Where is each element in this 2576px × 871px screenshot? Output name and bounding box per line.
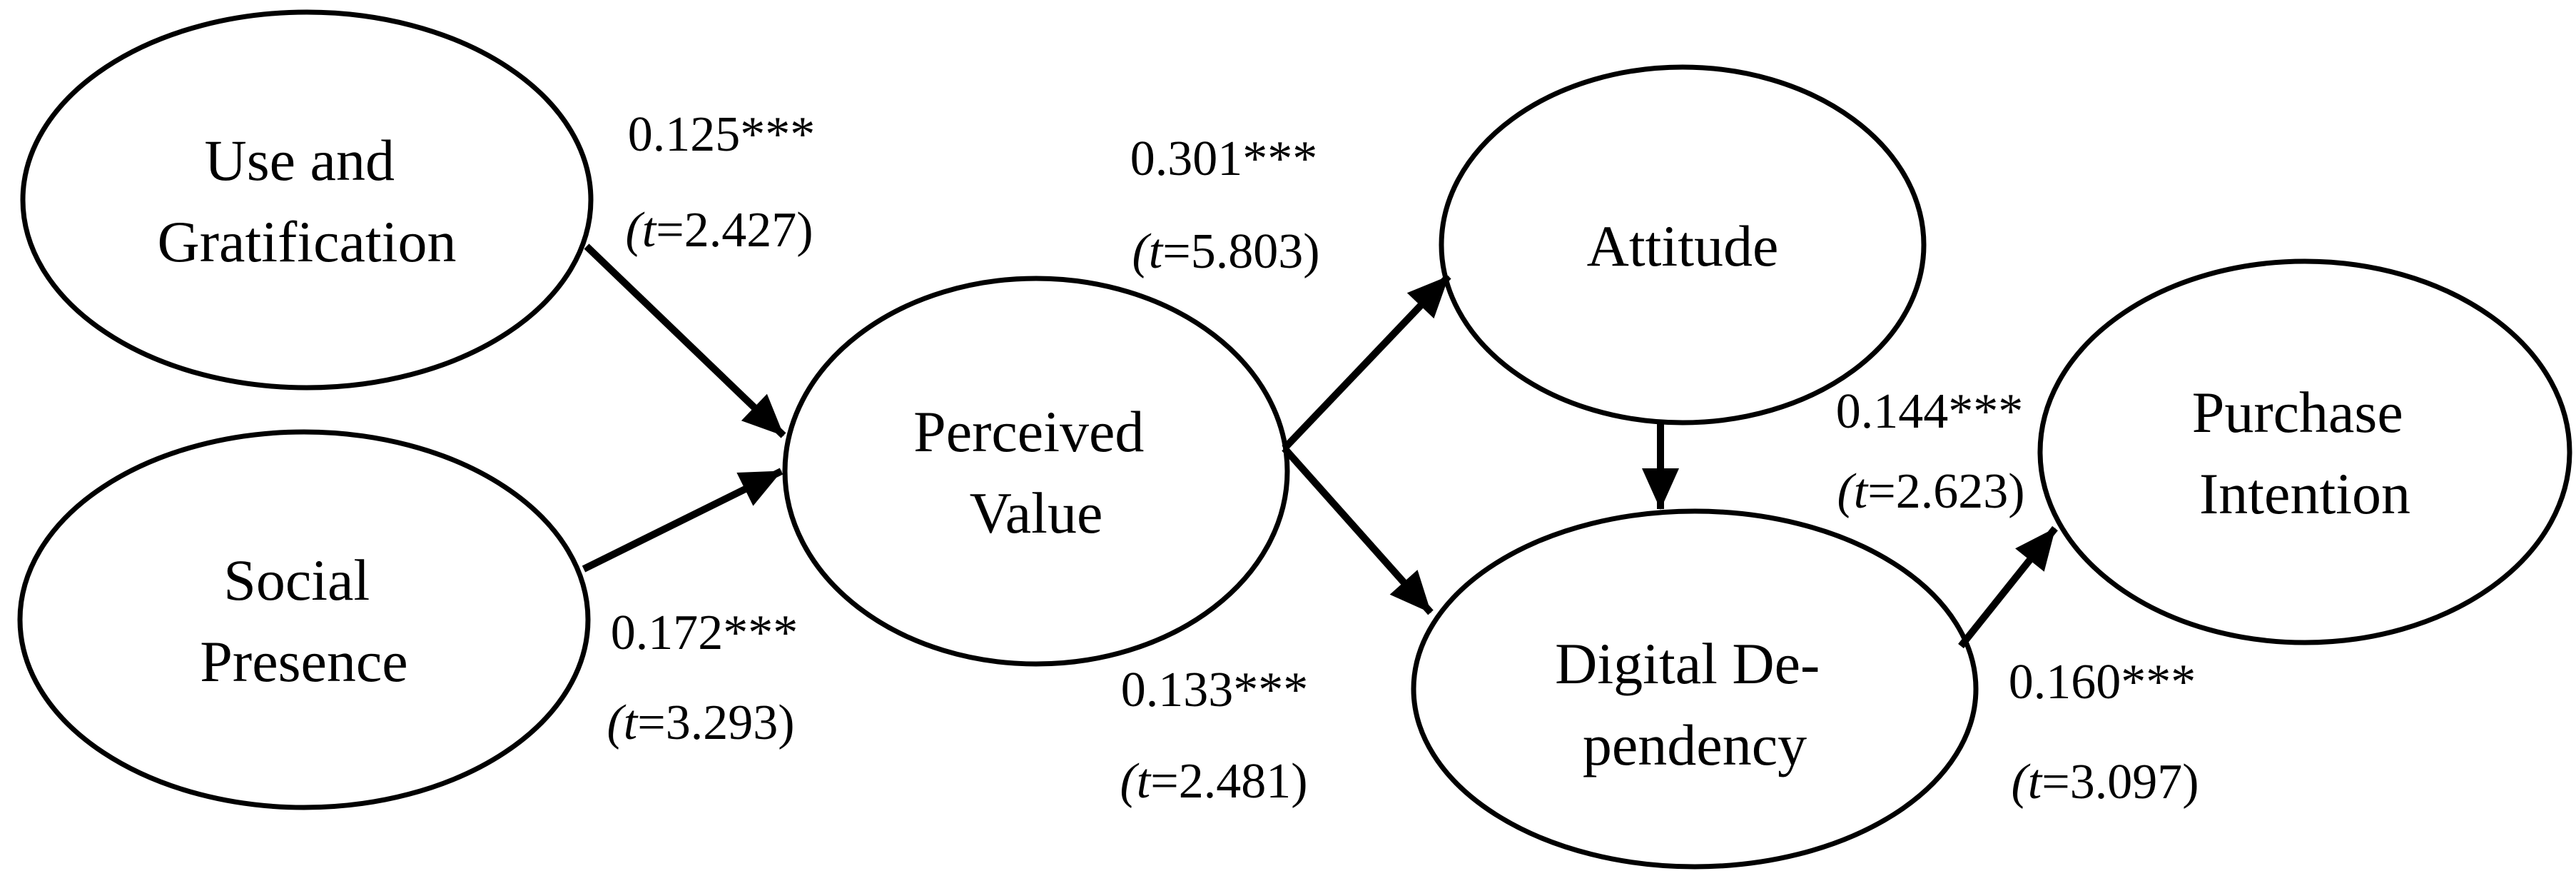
node-label-purchase-intention: Purchase Intention (2192, 380, 2418, 526)
arrow-dd-to-pi (1958, 525, 2058, 649)
arrow-pv-to-dd (1282, 445, 1434, 615)
node-labels: Use and Gratification Social Presence Pe… (158, 128, 2418, 777)
path-tvalue-pv-to-dd: (t=2.481) (1120, 754, 1307, 809)
node-ellipse-digital-dependency (1411, 508, 1979, 870)
node-ellipse-use-and-gratification (20, 9, 594, 391)
node-ellipse-social-presence (17, 429, 591, 810)
path-tvalue-pv-to-attitude: (t=5.803) (1132, 224, 1319, 279)
node-label-digital-dependency: Digital De- pendency (1555, 631, 1835, 777)
node-ellipses (17, 9, 2572, 870)
node-label-attitude: Attitude (1587, 213, 1779, 278)
node-ellipse-purchase-intention (2037, 258, 2572, 645)
path-labels: 0.125*** (t=2.427) 0.172*** (t=3.293) 0.… (607, 107, 2199, 810)
path-coefficient-attitude-to-dd: 0.144*** (1836, 384, 2024, 439)
node-ellipse-attitude (1439, 64, 1927, 426)
path-tvalue-sp-to-pv: (t=3.293) (607, 695, 794, 750)
node-label-perceived-value: Perceived Value (913, 399, 1159, 545)
node-label-use-and-gratification: Use and Gratification (158, 128, 457, 274)
arrow-ug-to-pv (584, 243, 786, 438)
path-tvalue-dd-to-pi: (t=3.097) (2011, 755, 2199, 810)
path-coefficient-sp-to-pv: 0.172*** (611, 605, 798, 660)
path-coefficient-pv-to-attitude: 0.301*** (1130, 131, 1318, 186)
path-coefficient-ug-to-pv: 0.125*** (628, 107, 816, 162)
path-coefficient-dd-to-pi: 0.160*** (2009, 655, 2196, 710)
path-arrows (582, 243, 2058, 649)
path-tvalue-ug-to-pv: (t=2.427) (625, 203, 813, 258)
arrow-pv-to-attitude (1282, 273, 1451, 451)
path-coefficient-pv-to-dd: 0.133*** (1121, 663, 1309, 718)
arrow-sp-to-pv (582, 468, 784, 573)
node-label-social-presence: Social Presence (200, 548, 407, 694)
path-tvalue-attitude-to-dd: (t=2.623) (1837, 464, 2024, 519)
node-ellipse-perceived-value (782, 276, 1290, 667)
